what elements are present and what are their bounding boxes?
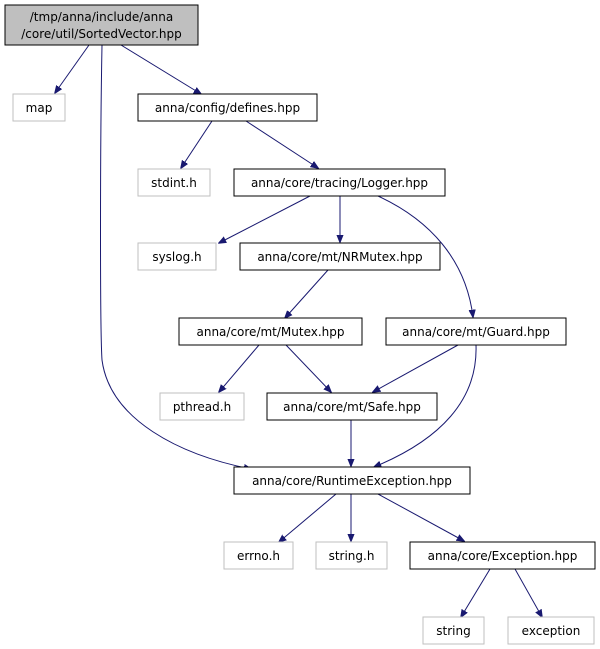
- edge-nrmutex-mutex: [285, 269, 329, 318]
- node-runtime-exception[interactable]: anna/core/RuntimeException.hpp: [233, 466, 471, 495]
- node-box: [409, 541, 596, 570]
- edge-defines-logger: [245, 120, 318, 168]
- node-label: errno.h: [237, 549, 280, 563]
- node-box: [159, 392, 245, 421]
- node-nrmutex[interactable]: anna/core/mt/NRMutex.hpp: [239, 242, 441, 271]
- edge-defines-stdint: [181, 120, 213, 168]
- node-map[interactable]: map: [12, 93, 66, 122]
- node-box: [137, 242, 217, 271]
- node-label: string: [436, 624, 470, 638]
- node-mutex[interactable]: anna/core/mt/Mutex.hpp: [178, 317, 363, 346]
- node-label: anna/core/mt/Safe.hpp: [283, 400, 421, 414]
- node-label: anna/core/mt/NRMutex.hpp: [257, 250, 422, 264]
- node-errno[interactable]: errno.h: [223, 541, 294, 570]
- node-box: [137, 93, 318, 122]
- node-label: syslog.h: [152, 250, 201, 264]
- node-label: anna/core/tracing/Logger.hpp: [251, 176, 428, 190]
- node-defines[interactable]: anna/config/defines.hpp: [137, 93, 318, 122]
- node-label: anna/core/mt/Mutex.hpp: [196, 325, 344, 339]
- node-box: [137, 168, 211, 197]
- node-box: [233, 168, 446, 197]
- node-exception-hpp[interactable]: anna/core/Exception.hpp: [409, 541, 596, 570]
- edge-guard-safe: [373, 344, 459, 392]
- node-box: [239, 242, 441, 271]
- edge-logger-syslog: [219, 195, 311, 243]
- edge-mutex-safe: [285, 344, 331, 392]
- node-guard[interactable]: anna/core/mt/Guard.hpp: [385, 317, 567, 346]
- node-box: [266, 392, 438, 421]
- node-syslog[interactable]: syslog.h: [137, 242, 217, 271]
- node-label: stdint.h: [151, 176, 197, 190]
- node-label: map: [26, 101, 53, 115]
- node-exception[interactable]: exception: [507, 616, 595, 645]
- edge-logger-guard: [377, 195, 473, 317]
- node-stdint[interactable]: stdint.h: [137, 168, 211, 197]
- node-box: [223, 541, 294, 570]
- node-box: [233, 466, 471, 495]
- node-label: exception: [522, 624, 581, 638]
- node-label: pthread.h: [173, 400, 231, 414]
- node-label: string.h: [329, 549, 375, 563]
- node-label-line1: /tmp/anna/include/anna: [30, 10, 174, 24]
- node-label: anna/core/RuntimeException.hpp: [252, 474, 452, 488]
- node-box: [315, 541, 388, 570]
- edges: [55, 44, 542, 617]
- edge-sortedvector-runtimeexception: [100, 44, 252, 469]
- edge-runtimeexception-errno: [279, 493, 337, 542]
- edge-exceptionhpp-exception: [514, 568, 542, 617]
- node-pthread[interactable]: pthread.h: [159, 392, 245, 421]
- edge-sortedvector-map: [55, 44, 90, 93]
- node-string-h[interactable]: string.h: [315, 541, 388, 570]
- edge-exceptionhpp-string: [461, 568, 491, 617]
- node-safe[interactable]: anna/core/mt/Safe.hpp: [266, 392, 438, 421]
- node-string[interactable]: string: [422, 616, 485, 645]
- node-logger[interactable]: anna/core/tracing/Logger.hpp: [233, 168, 446, 197]
- node-box: [507, 616, 595, 645]
- edge-mutex-pthread: [219, 344, 260, 392]
- edge-sortedvector-defines: [120, 44, 201, 94]
- node-label: anna/config/defines.hpp: [155, 101, 300, 115]
- node-sorted-vector[interactable]: /tmp/anna/include/anna /core/util/Sorted…: [4, 4, 199, 46]
- edge-guard-runtimeexception: [374, 344, 477, 467]
- edge-runtimeexception-exceptionhpp: [377, 493, 464, 541]
- node-box: [385, 317, 567, 346]
- node-label: anna/core/mt/Guard.hpp: [402, 325, 550, 339]
- node-box: [4, 4, 199, 46]
- node-label-line2: /core/util/SortedVector.hpp: [21, 27, 182, 41]
- node-box: [422, 616, 485, 645]
- node-label: anna/core/Exception.hpp: [428, 549, 578, 563]
- node-box: [12, 93, 66, 122]
- node-box: [178, 317, 363, 346]
